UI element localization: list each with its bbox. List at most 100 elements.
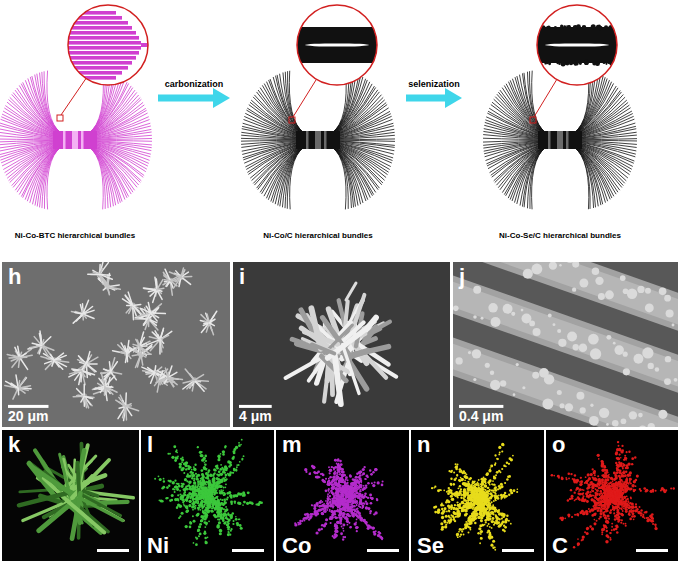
element-signal <box>197 446 199 448</box>
flower-spike <box>181 270 185 277</box>
element-signal <box>212 511 214 513</box>
rod-particle <box>596 62 599 65</box>
particle <box>666 310 674 318</box>
element-signal <box>193 520 196 523</box>
flower-spike <box>157 290 162 300</box>
flower-spike <box>149 319 157 325</box>
element-signal <box>241 439 243 441</box>
flower-spike <box>121 343 127 354</box>
element-signal <box>227 525 230 528</box>
flower-spike <box>104 386 106 395</box>
element-signal <box>243 493 246 496</box>
element-signal <box>219 513 222 516</box>
flower-spike <box>152 332 160 340</box>
flower-spike <box>194 380 208 381</box>
particle <box>567 331 577 341</box>
flower-spike <box>139 343 146 346</box>
bristle <box>37 147 61 207</box>
bundle-core <box>296 131 340 149</box>
element-signal <box>176 498 179 501</box>
zoom-leader <box>61 78 86 115</box>
element-signal <box>199 485 202 488</box>
element-signal <box>240 527 243 530</box>
flower-spike <box>100 274 107 283</box>
rod-particle <box>558 62 561 65</box>
bristle <box>42 147 61 208</box>
element-signal <box>228 473 231 476</box>
fiber-sheen <box>453 290 678 378</box>
element-signal <box>201 491 204 494</box>
rod-particle <box>593 63 595 65</box>
flower-spike <box>125 354 127 363</box>
rod-particle <box>533 60 538 65</box>
element-signal <box>212 477 215 480</box>
element-signal <box>189 472 191 474</box>
element-signal <box>232 472 234 474</box>
bristle <box>0 136 61 140</box>
rod-particle <box>615 62 618 65</box>
element-signal <box>215 505 218 508</box>
element-signal <box>173 445 176 448</box>
element-signal <box>185 468 187 470</box>
element-signal <box>181 483 183 485</box>
petal <box>19 494 66 506</box>
particle <box>500 380 506 386</box>
element-signal <box>212 478 215 481</box>
element-signal <box>205 460 207 462</box>
element-signal <box>191 469 193 471</box>
element-signal <box>235 516 237 518</box>
element-signal <box>220 464 222 466</box>
element-signal <box>223 515 225 517</box>
element-signal <box>203 457 206 460</box>
rod-particle <box>582 25 587 30</box>
particle <box>674 378 678 382</box>
element-signal <box>180 498 182 500</box>
flower-spike <box>185 369 194 380</box>
flower-spike <box>161 378 168 380</box>
petal <box>33 468 72 494</box>
element-signal <box>182 501 184 503</box>
flower-spike <box>157 280 163 290</box>
element-signal <box>193 542 195 544</box>
particle <box>533 328 541 336</box>
element-signal <box>178 485 181 488</box>
element-signal <box>186 509 189 512</box>
rod-slit <box>545 43 609 46</box>
rod-layer <box>63 16 122 20</box>
element-signal <box>195 501 198 504</box>
flower-spike <box>118 407 126 419</box>
element-signal <box>198 492 201 495</box>
element-signal <box>224 445 226 447</box>
element-signal <box>241 458 243 460</box>
element-signal <box>189 526 192 529</box>
element-signal <box>177 494 179 496</box>
element-signal <box>175 457 178 460</box>
bristle <box>502 88 546 135</box>
element-signal <box>181 461 183 463</box>
element-signal <box>230 528 232 530</box>
bristle <box>530 147 546 209</box>
element-signal <box>188 504 191 507</box>
element-signal <box>213 502 216 505</box>
particle <box>645 304 654 313</box>
flower-spike <box>155 277 157 290</box>
particle <box>678 313 679 323</box>
element-signal <box>216 474 218 476</box>
particle <box>579 344 588 353</box>
particle <box>572 287 576 291</box>
flower-spike <box>32 343 42 345</box>
element-signal <box>193 468 196 471</box>
element-signal <box>163 480 165 482</box>
flower-spike <box>156 378 168 383</box>
flower-spike <box>151 308 159 313</box>
bristle <box>483 131 546 139</box>
bristle <box>332 132 395 139</box>
element-signal <box>192 502 195 505</box>
flower-spike <box>125 295 132 305</box>
bristle <box>89 129 151 139</box>
flower-spike <box>100 269 103 275</box>
element-signal <box>192 515 194 517</box>
element-signal <box>195 543 198 546</box>
particle <box>522 386 525 389</box>
element-signal <box>159 478 162 481</box>
